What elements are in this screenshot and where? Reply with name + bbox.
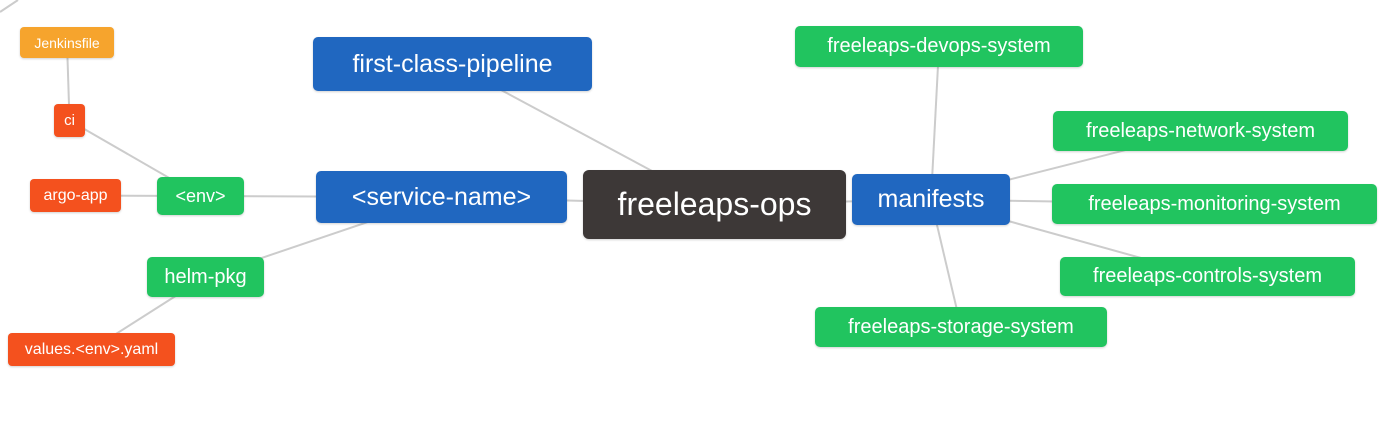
node-values-env-yaml[interactable]: values.<env>.yaml	[8, 333, 175, 366]
node-argo-app[interactable]: argo-app	[30, 179, 121, 212]
node-first-class-pipeline[interactable]: first-class-pipeline	[313, 37, 592, 91]
node-freeleaps-network-system[interactable]: freeleaps-network-system	[1053, 111, 1348, 151]
node-freeleaps-storage-system[interactable]: freeleaps-storage-system	[815, 307, 1107, 347]
node-service-name[interactable]: <service-name>	[316, 171, 567, 223]
node-freeleaps-devops-system[interactable]: freeleaps-devops-system	[795, 26, 1083, 67]
node-freeleaps-monitoring-system[interactable]: freeleaps-monitoring-system	[1052, 184, 1377, 224]
node-freeleaps-ops[interactable]: freeleaps-ops	[583, 170, 846, 239]
node-freeleaps-controls-system[interactable]: freeleaps-controls-system	[1060, 257, 1355, 296]
node-env[interactable]: <env>	[157, 177, 244, 215]
node-helm-pkg[interactable]: helm-pkg	[147, 257, 264, 297]
node-ci[interactable]: ci	[54, 104, 85, 137]
node-manifests[interactable]: manifests	[852, 174, 1010, 225]
node-jenkinsfile[interactable]: Jenkinsfile	[20, 27, 114, 58]
